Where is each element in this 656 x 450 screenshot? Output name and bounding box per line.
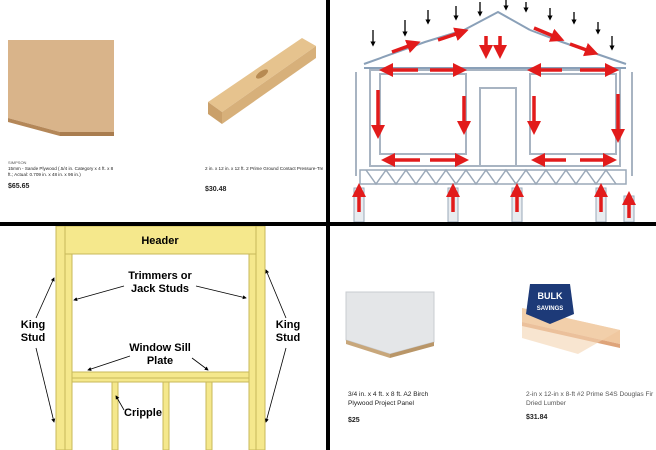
birch-title-line-2: Plywood Project Panel xyxy=(348,400,414,407)
framing-pointer-arrows xyxy=(35,269,287,423)
king-stud-right-label-2: Stud xyxy=(276,332,300,344)
load-path-diagram xyxy=(352,0,636,222)
jack-studs-label: Jack Studs xyxy=(131,283,189,295)
king-stud-left-label-2: Stud xyxy=(21,332,45,344)
product-images-1 xyxy=(8,38,316,136)
product-images-2: BULK SAVINGS xyxy=(345,284,620,358)
sill-plate-lower xyxy=(71,377,250,383)
foundation-piers xyxy=(353,187,635,222)
load-path-diagram-panel xyxy=(330,0,656,222)
plywood-image[interactable] xyxy=(8,40,114,136)
cripple-stud-2 xyxy=(162,381,170,450)
birch-plywood-image[interactable] xyxy=(345,291,435,358)
cripple-stud-1 xyxy=(111,381,119,450)
trimmer-left xyxy=(64,253,73,450)
trimmers-label: Trimmers or xyxy=(128,270,192,282)
product-price-lumber: $30.48 xyxy=(205,186,227,193)
roof-frame xyxy=(363,10,627,69)
header-beam xyxy=(64,226,257,255)
king-stud-left-label-1: King xyxy=(21,319,45,331)
window-sill-label-1: Window Sill xyxy=(129,342,191,354)
window-framing-diagram-panel: Header Trimmers or Jack Studs King Stud … xyxy=(0,226,326,450)
black-load-arrows xyxy=(370,0,615,51)
king-stud-right xyxy=(255,226,266,450)
fir-title-line-1: 2-in x 12-in x 8-ft #2 Prime S4S Douglas… xyxy=(526,391,654,398)
header-label: Header xyxy=(141,235,179,247)
bulk-savings-badge: BULK SAVINGS xyxy=(526,284,574,324)
cripple-label: Cripple xyxy=(124,407,162,419)
product-brand: SIMPSON xyxy=(8,160,27,165)
product-title-douglas-fir[interactable]: 2-in x 12-in x 8-ft #2 Prime S4S Douglas… xyxy=(526,390,656,408)
product-listing-panel-1: SIMPSON 15mm - Sande Plywood (.5/4 in. C… xyxy=(0,0,326,222)
badge-bulk: BULK xyxy=(538,291,563,301)
lumber-board-image[interactable] xyxy=(208,38,316,124)
cripple-stud-3 xyxy=(205,381,213,450)
product-price-plywood: $65.65 xyxy=(8,183,30,190)
birch-title-line-1: 3/4 in. x 4 ft. x 8 ft. A2 Birch xyxy=(348,391,429,398)
product-title-plywood[interactable]: 15mm - Sande Plywood (.5/4 in. Category … xyxy=(8,166,114,177)
product-title-lumber[interactable]: 2 in. x 12 in. x 12 ft. 2 Prime Ground C… xyxy=(205,166,323,171)
trimmer-right xyxy=(248,253,257,450)
badge-savings: SAVINGS xyxy=(537,306,564,312)
window-sill-plate xyxy=(71,371,250,379)
product-title-birch-plywood[interactable]: 3/4 in. x 4 ft. x 8 ft. A2 Birch Plywood… xyxy=(348,390,428,408)
king-stud-left xyxy=(55,226,66,450)
wall-frame xyxy=(355,69,633,176)
product-price-douglas-fir: $31.84 xyxy=(526,414,548,421)
king-stud-right-label-1: King xyxy=(276,319,300,331)
floor-truss xyxy=(359,168,627,186)
window-sill-label-2: Plate xyxy=(147,355,173,367)
red-force-arrows xyxy=(352,26,636,218)
window-framing-diagram: Header Trimmers or Jack Studs King Stud … xyxy=(21,226,300,450)
product-price-birch-plywood: $25 xyxy=(348,417,360,424)
fir-title-line-2: Dried Lumber xyxy=(526,400,566,407)
product-listing-panel-2: BULK SAVINGS 3/4 in. x 4 ft. x 8 ft. A2 … xyxy=(330,226,656,450)
